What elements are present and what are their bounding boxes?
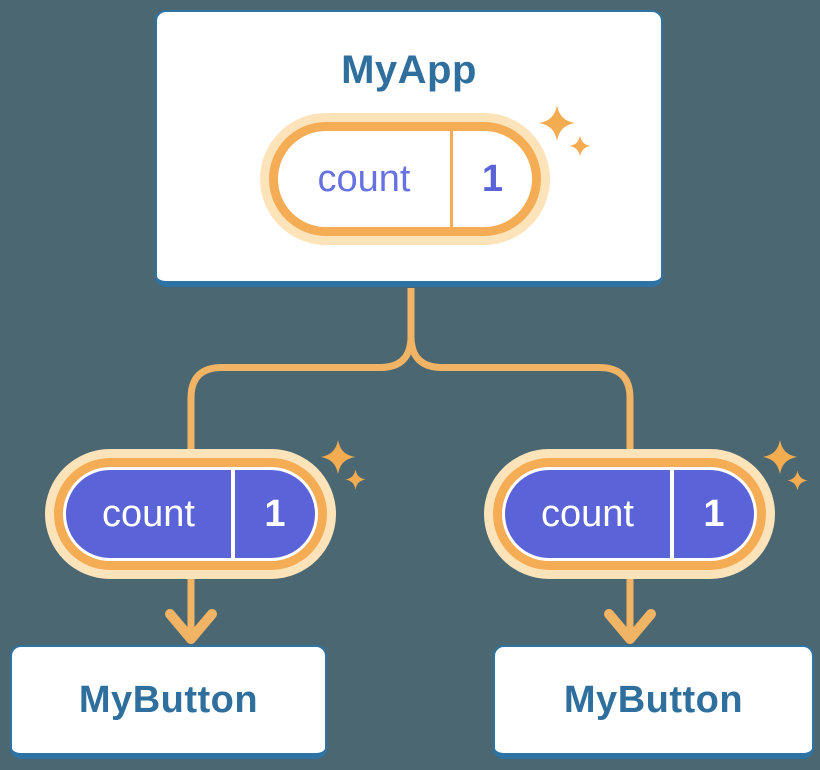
prop-name: count [541, 492, 634, 535]
pill-value-section: 1 [674, 470, 754, 558]
sparkle-icon [538, 104, 576, 142]
prop-value: 1 [703, 492, 725, 535]
state-value: 1 [481, 157, 504, 200]
pill-divider [670, 470, 674, 558]
sparkle-icon [345, 469, 366, 490]
pill-value-section: 1 [235, 470, 315, 558]
sparkle-icon [787, 470, 808, 491]
pill-divider [450, 131, 453, 227]
child-component-title: MyButton [563, 678, 744, 721]
sparkle-icon [569, 135, 591, 157]
prop-pill-right: count 1 [484, 449, 775, 579]
sparkle-icon [320, 439, 356, 475]
pill-value-section: 1 [453, 131, 532, 227]
arrow-right-head-icon [604, 609, 656, 644]
state-name: count [317, 157, 411, 200]
pill-ring: count 1 [269, 122, 541, 236]
pill-body: count 1 [63, 467, 318, 561]
prop-value: 1 [264, 492, 286, 535]
branch-right-line [407, 288, 634, 453]
parent-component-title: MyApp [341, 48, 477, 92]
sparkle-icon [762, 439, 798, 475]
pill-ring: count 1 [493, 458, 766, 570]
branch-left-line [187, 288, 415, 453]
child-component-card-right: MyButton [493, 645, 814, 759]
pill-body: count 1 [502, 467, 757, 561]
prop-name: count [102, 492, 195, 535]
pill-body: count 1 [278, 131, 532, 227]
child-component-card-left: MyButton [10, 645, 327, 759]
state-pill-parent: count 1 [260, 113, 550, 245]
pill-divider [231, 470, 235, 558]
child-component-title: MyButton [78, 678, 259, 721]
arrow-left-head-icon [165, 609, 217, 644]
pill-ring: count 1 [54, 458, 327, 570]
pill-label-section: count [505, 470, 670, 558]
pill-label-section: count [66, 470, 231, 558]
prop-pill-left: count 1 [45, 449, 336, 579]
pill-label-section: count [278, 131, 450, 227]
